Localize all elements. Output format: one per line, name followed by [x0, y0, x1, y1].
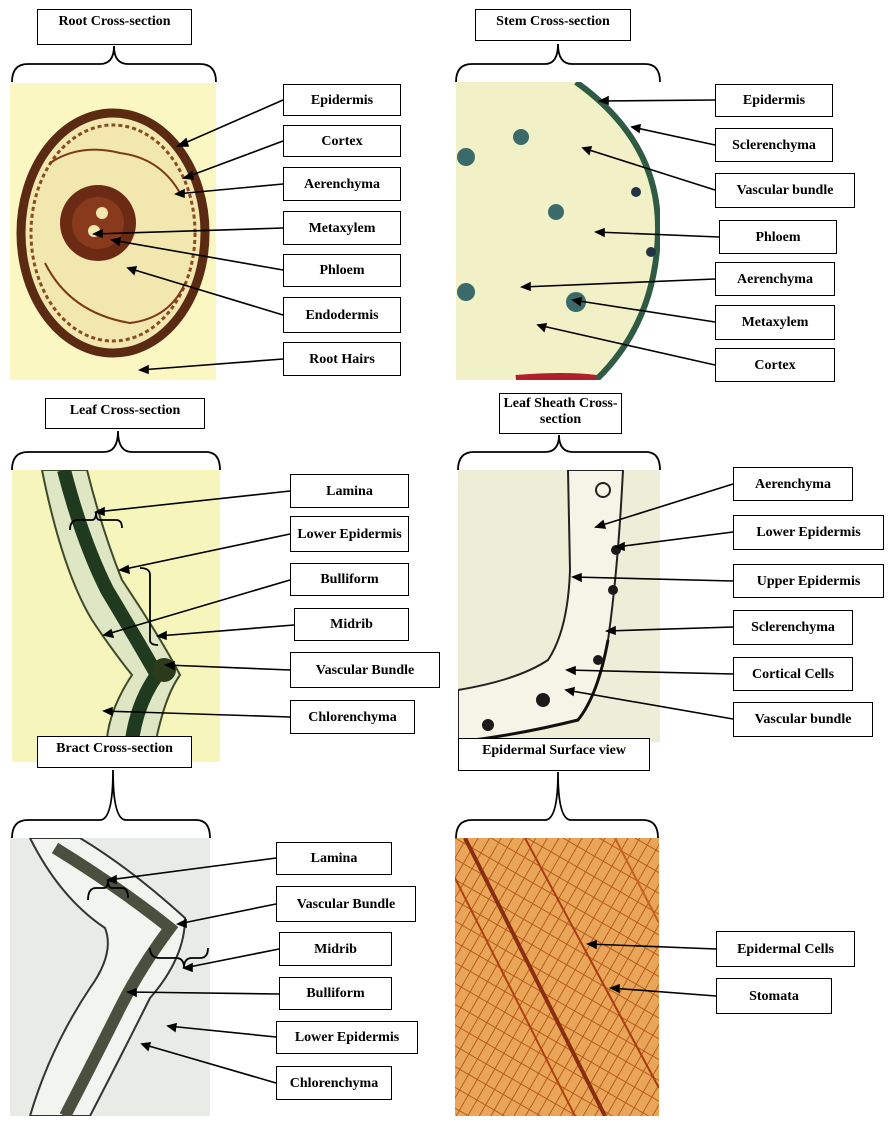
bract-brace: [12, 770, 210, 838]
epidermal-label-epidermal-cells: Epidermal Cells: [716, 931, 855, 967]
root-label-metaxylem: Metaxylem: [283, 211, 401, 245]
leaf-label-lower-epidermis: Lower Epidermis: [290, 516, 409, 552]
leaf-label-chlorenchyma: Chlorenchyma: [290, 700, 415, 734]
epidermal-micrograph: [455, 838, 659, 1116]
sheath-label-aerenchyma: Aerenchyma: [733, 467, 853, 501]
bract-label-lamina: Lamina: [276, 842, 392, 875]
bract-label-chlorenchyma: Chlorenchyma: [276, 1066, 392, 1100]
stem-label-phloem: Phloem: [719, 220, 837, 254]
leaf-title: Leaf Cross-section: [45, 398, 205, 429]
root-section-drawing: [10, 83, 216, 380]
stem-label-sclerenchyma: Sclerenchyma: [715, 128, 833, 162]
stem-title: Stem Cross-section: [475, 9, 631, 41]
sheath-section-drawing: [458, 470, 660, 742]
stem-label-aerenchyma: Aerenchyma: [715, 262, 835, 296]
leaf-brace: [12, 431, 220, 470]
leaf-micrograph: [12, 470, 220, 762]
sheath-title: Leaf Sheath Cross-section: [499, 393, 622, 434]
epidermal-brace: [456, 772, 658, 838]
bract-title: Bract Cross-section: [37, 736, 192, 768]
root-label-cortex: Cortex: [283, 125, 401, 157]
sheath-brace: [458, 435, 660, 470]
sheath-label-vascular-bundle: Vascular bundle: [733, 702, 873, 737]
sheath-label-sclerenchyma: Sclerenchyma: [733, 610, 853, 645]
stem-label-epidermis: Epidermis: [715, 84, 833, 117]
bract-label-vascular-bundle: Vascular Bundle: [276, 886, 416, 922]
root-label-phloem: Phloem: [283, 254, 401, 287]
sheath-micrograph: [458, 470, 660, 742]
root-label-endodermis: Endodermis: [283, 297, 401, 333]
leaf-section-drawing: [12, 470, 220, 762]
epidermal-label-stomata: Stomata: [716, 978, 832, 1014]
bract-micrograph: [10, 838, 210, 1116]
root-label-aerenchyma: Aerenchyma: [283, 167, 401, 201]
stem-label-vascular-bundle: Vascular bundle: [715, 173, 855, 208]
root-brace: [12, 46, 216, 82]
stem-brace: [456, 44, 660, 82]
leaf-label-vascular-bundle: Vascular Bundle: [290, 652, 440, 688]
bract-label-bulliform: Bulliform: [279, 977, 392, 1010]
root-label-root-hairs: Root Hairs: [283, 342, 401, 376]
root-label-epidermis: Epidermis: [283, 84, 401, 116]
bract-label-lower-epidermis: Lower Epidermis: [276, 1021, 418, 1054]
leaf-label-midrib: Midrib: [294, 608, 409, 641]
stem-label-metaxylem: Metaxylem: [715, 305, 835, 340]
stem-label-cortex: Cortex: [715, 348, 835, 382]
epidermal-section-drawing: [455, 838, 659, 1116]
leaf-label-bulliform: Bulliform: [290, 563, 409, 596]
bract-label-midrib: Midrib: [279, 932, 392, 966]
stem-micrograph: [456, 82, 660, 380]
stem-section-drawing: [456, 82, 660, 380]
bract-section-drawing: [10, 838, 210, 1116]
root-title: Root Cross-section: [37, 9, 192, 45]
sheath-label-upper-epidermis: Upper Epidermis: [733, 564, 884, 598]
sheath-label-cortical-cells: Cortical Cells: [733, 657, 853, 691]
sheath-label-lower-epidermis: Lower Epidermis: [733, 515, 884, 550]
epidermal-title: Epidermal Surface view: [458, 738, 650, 771]
leaf-label-lamina: Lamina: [290, 474, 409, 508]
root-micrograph: [10, 83, 216, 380]
